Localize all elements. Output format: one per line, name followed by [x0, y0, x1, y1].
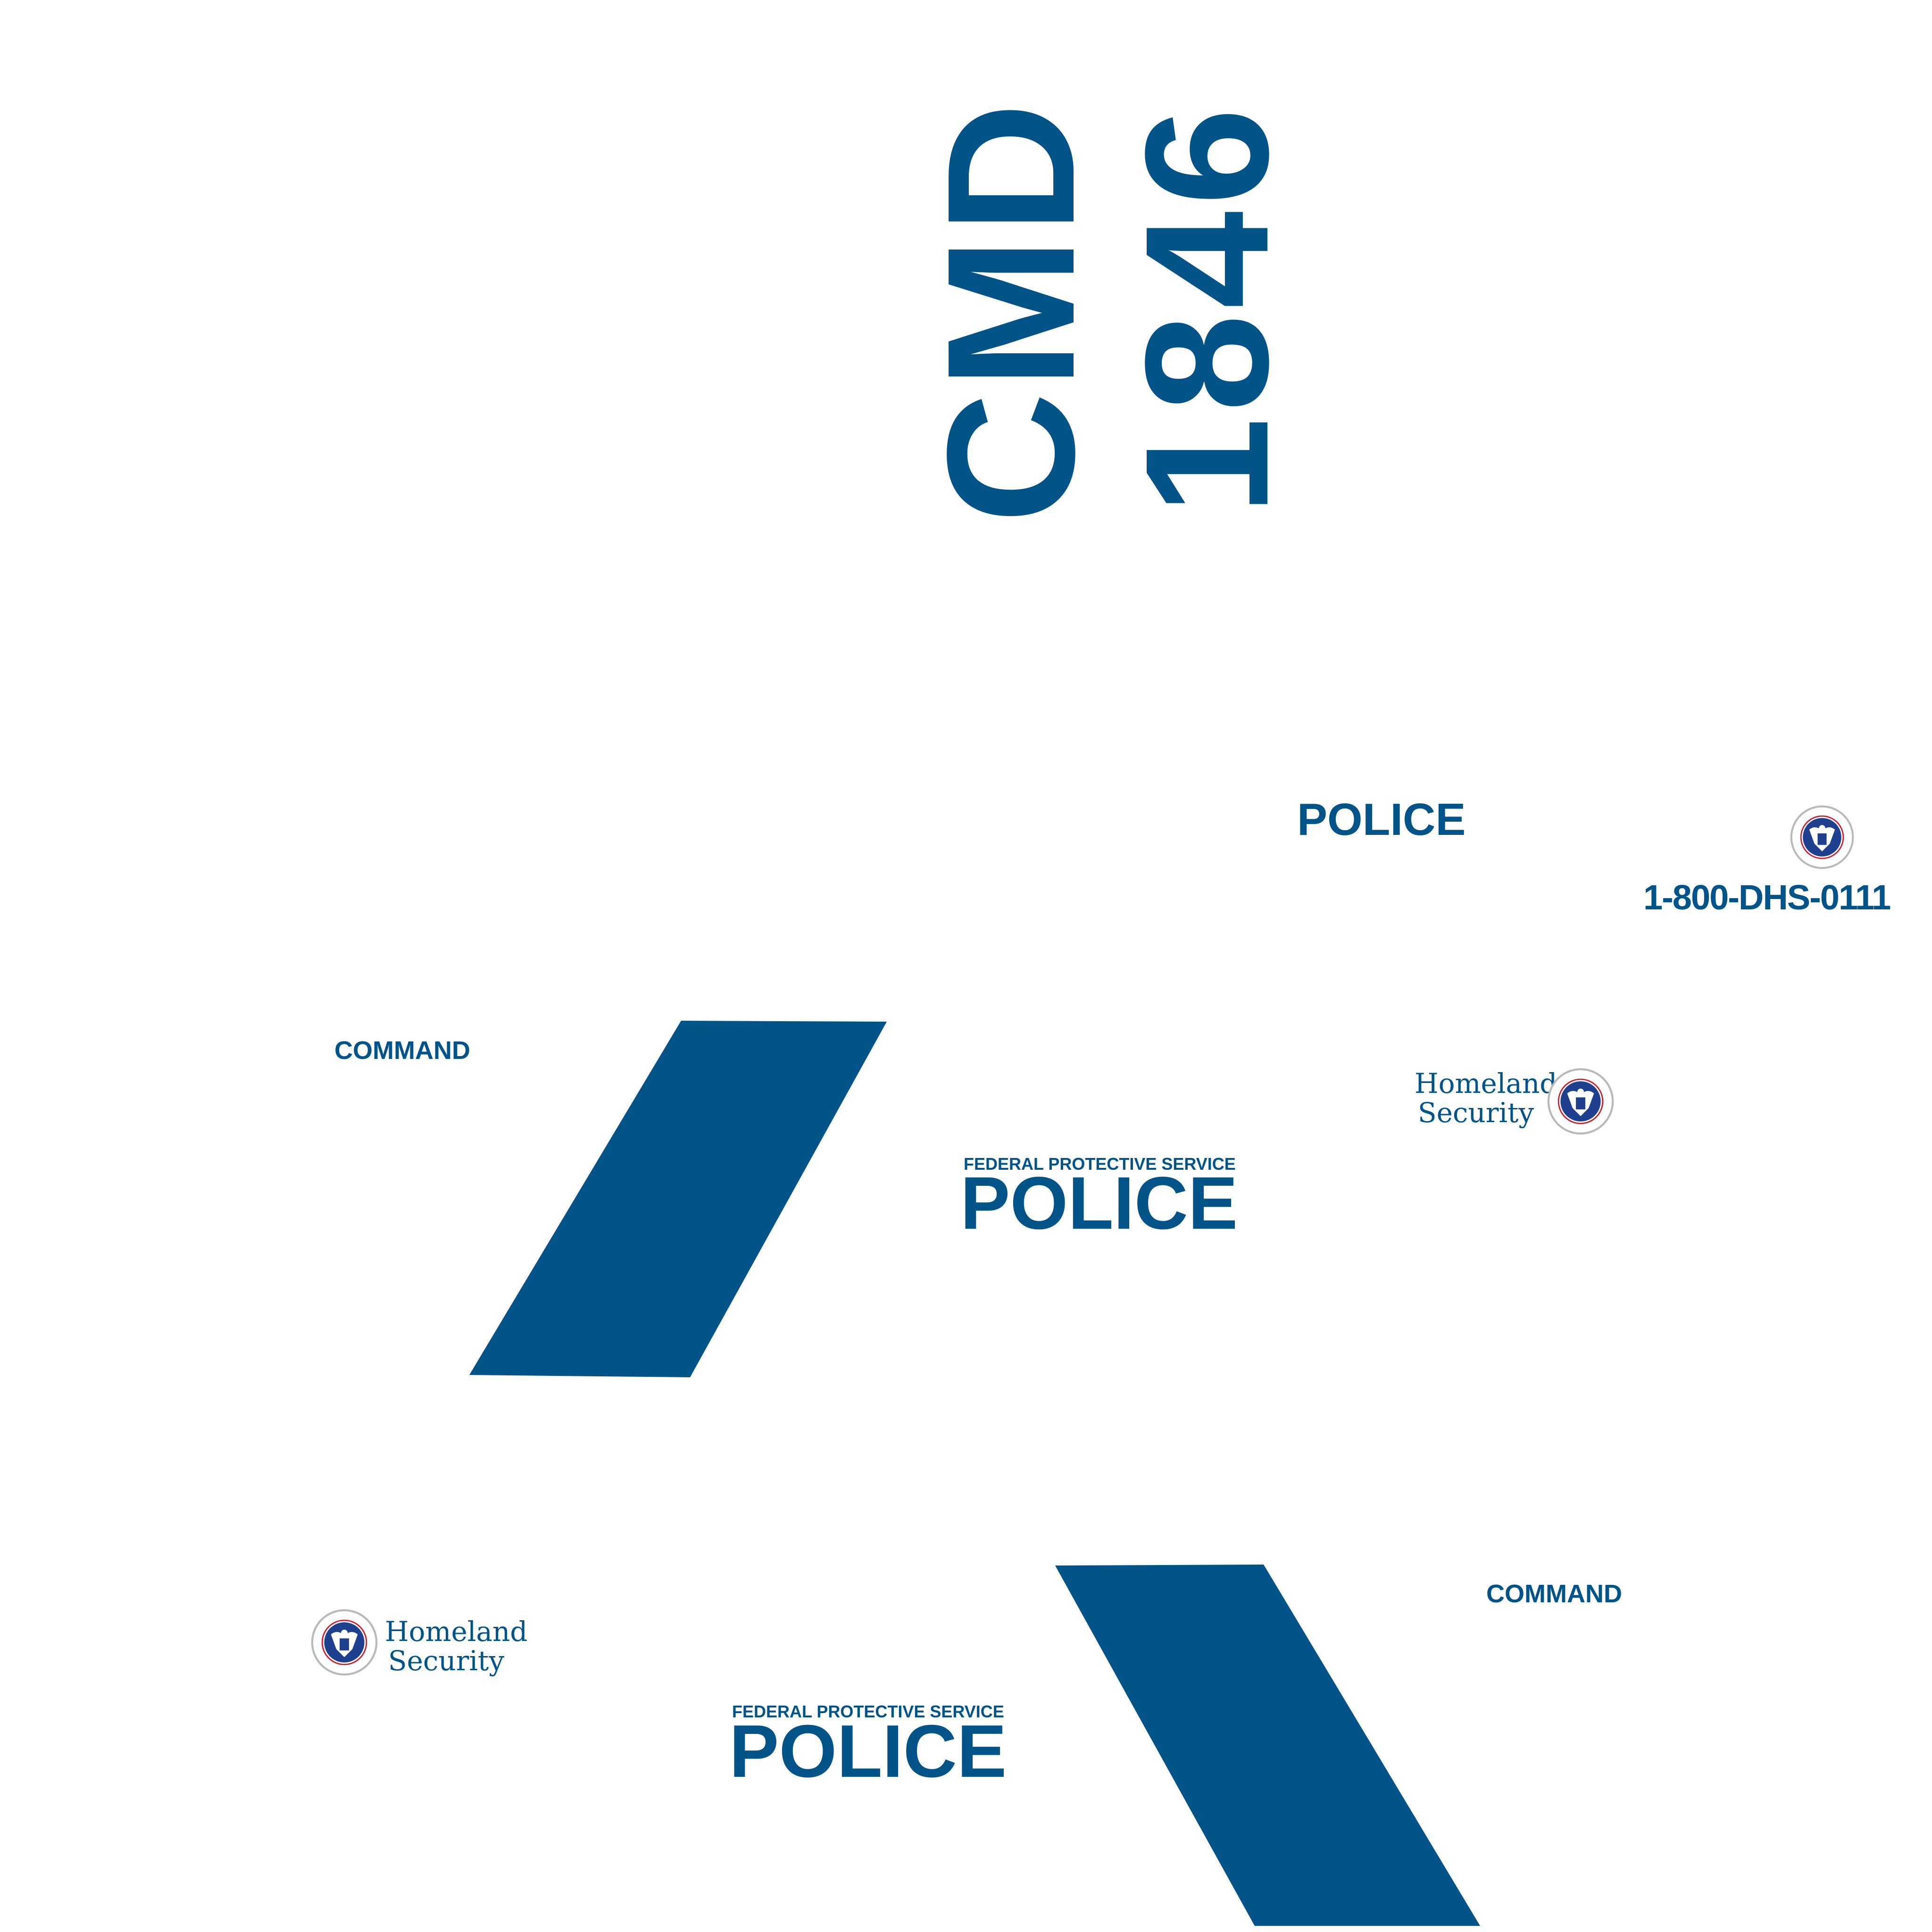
left-agency-label: FEDERAL PROTECTIVE SERVICE [964, 1154, 1236, 1174]
right-police-label: POLICE [729, 1710, 1007, 1793]
right-homeland-line1: Homeland [385, 1616, 528, 1648]
diagonal-stripe-left [469, 1021, 887, 1377]
right-homeland-line2: Security [388, 1645, 505, 1677]
left-police-label: POLICE [960, 1162, 1238, 1245]
left-homeland-line2: Security [1417, 1097, 1534, 1129]
diagonal-stripe-right [1055, 1565, 1480, 1926]
rear-police-label: POLICE [1297, 794, 1466, 845]
left-homeland-line1: Homeland [1415, 1067, 1557, 1099]
right-agency-label: FEDERAL PROTECTIVE SERVICE [732, 1702, 1004, 1721]
rear-phone-number: 1-800-DHS-0111 [1643, 878, 1891, 917]
left-command-label: COMMAND [334, 1036, 470, 1065]
dhs-seal-icon [1547, 1068, 1614, 1135]
right-command-label: COMMAND [1486, 1580, 1622, 1608]
roof-unit-prefix: CMD [909, 99, 1112, 524]
dhs-seal-icon [1790, 805, 1854, 869]
roof-unit-number: 1846 [1108, 102, 1305, 515]
dhs-seal-icon [311, 1609, 378, 1676]
